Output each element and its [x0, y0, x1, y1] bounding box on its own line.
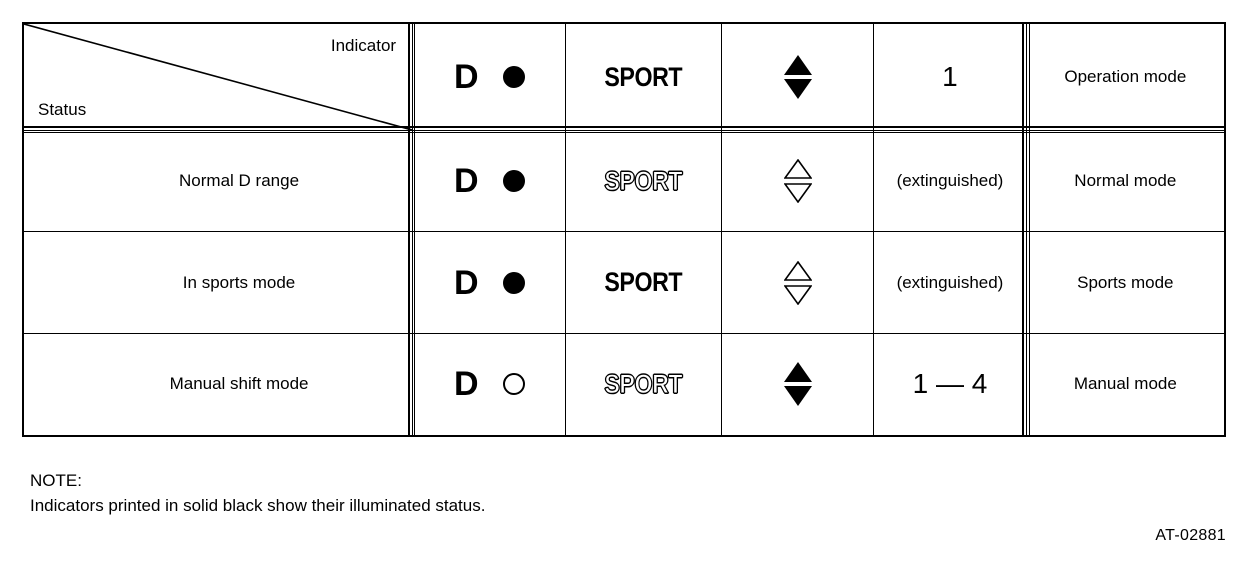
operation-mode-label: Operation mode: [1064, 67, 1187, 86]
triangle-up-icon: [783, 362, 812, 383]
cell-gear-number: (extinguished): [873, 231, 1027, 334]
diagonal-divider-line: [24, 24, 412, 130]
cell-d-indicator: D: [412, 332, 567, 437]
gear-number-label: 1: [942, 61, 958, 92]
header-cell-gear-number: 1: [873, 22, 1027, 131]
spec-table: Indicator Status D SPORT: [22, 22, 1226, 437]
gear-number-label: (extinguished): [896, 171, 1004, 191]
cell-operation-mode: Sports mode: [1025, 231, 1226, 334]
sport-indicator-label: SPORT: [604, 267, 683, 298]
header-cell-d-indicator: D: [412, 22, 567, 131]
gear-number-label: (extinguished): [896, 272, 1004, 292]
cell-gear-number: (extinguished): [873, 129, 1027, 233]
operation-mode-label: Manual mode: [1073, 374, 1177, 394]
figure-reference-id: AT-02881: [1155, 527, 1226, 544]
cell-sport-indicator: SPORT: [565, 129, 722, 233]
cell-sport-indicator: SPORT: [565, 231, 722, 334]
lamp-indicator-icon: [502, 271, 525, 294]
triangle-down-icon: [783, 79, 812, 99]
cell-sport-indicator: SPORT: [565, 332, 722, 437]
operation-mode-label: Normal mode: [1074, 171, 1177, 191]
cell-arrow-indicator: [720, 129, 875, 233]
d-letter-glyph: D: [453, 58, 479, 96]
header-label-status: Status: [38, 100, 87, 119]
sport-indicator-label: SPORT: [604, 165, 683, 196]
cell-gear-number: 1 — 4: [873, 332, 1027, 437]
triangle-down-icon: [783, 284, 812, 305]
triangle-down-icon: [783, 386, 812, 407]
table-header-row: Indicator Status D SPORT: [22, 22, 1226, 131]
d-letter-glyph: D: [453, 365, 479, 404]
table-row: Manual shift mode D SPORT: [22, 332, 1226, 437]
indicator-status-table: Indicator Status D SPORT: [22, 22, 1226, 437]
triangle-down-icon: [783, 183, 812, 204]
lamp-indicator-icon: [502, 373, 525, 396]
header-cell-operation-mode: Operation mode: [1025, 22, 1226, 131]
header-label-indicator: Indicator: [330, 36, 397, 55]
cell-arrow-indicator: [720, 231, 875, 334]
note-block: NOTE: Indicators printed in solid black …: [30, 468, 485, 518]
operation-mode-label: Sports mode: [1077, 272, 1174, 292]
status-label-cell: Manual shift mode: [22, 332, 414, 437]
table-row: Normal D range D SPORT: [22, 129, 1226, 233]
status-label-cell: In sports mode: [22, 231, 414, 334]
d-letter-glyph: D: [453, 162, 479, 201]
cell-operation-mode: Normal mode: [1025, 129, 1226, 233]
lamp-indicator-icon: [502, 66, 525, 88]
cell-d-indicator: D: [412, 231, 567, 334]
header-cell-arrow-indicator: [720, 22, 875, 131]
triangle-up-icon: [783, 55, 812, 75]
status-label-cell: Normal D range: [22, 129, 414, 233]
triangle-up-icon: [783, 159, 812, 180]
sport-indicator-label: SPORT: [604, 61, 683, 92]
gear-number-label: 1 — 4: [912, 368, 988, 400]
triangle-up-icon: [783, 260, 812, 281]
note-text: Indicators printed in solid black show t…: [30, 496, 486, 515]
status-label: Normal D range: [179, 171, 300, 191]
status-label: Manual shift mode: [169, 374, 309, 394]
corner-header-cell: Indicator Status: [22, 22, 414, 131]
lamp-indicator-icon: [502, 170, 525, 193]
d-letter-glyph: D: [453, 263, 479, 302]
cell-operation-mode: Manual mode: [1025, 332, 1226, 437]
sport-indicator-label: SPORT: [604, 368, 683, 399]
header-cell-sport-indicator: SPORT: [565, 22, 722, 131]
cell-arrow-indicator: [720, 332, 875, 437]
cell-d-indicator: D: [412, 129, 567, 233]
table-row: In sports mode D SPORT: [22, 231, 1226, 334]
note-title: NOTE:: [30, 471, 82, 490]
status-label: In sports mode: [182, 272, 296, 292]
